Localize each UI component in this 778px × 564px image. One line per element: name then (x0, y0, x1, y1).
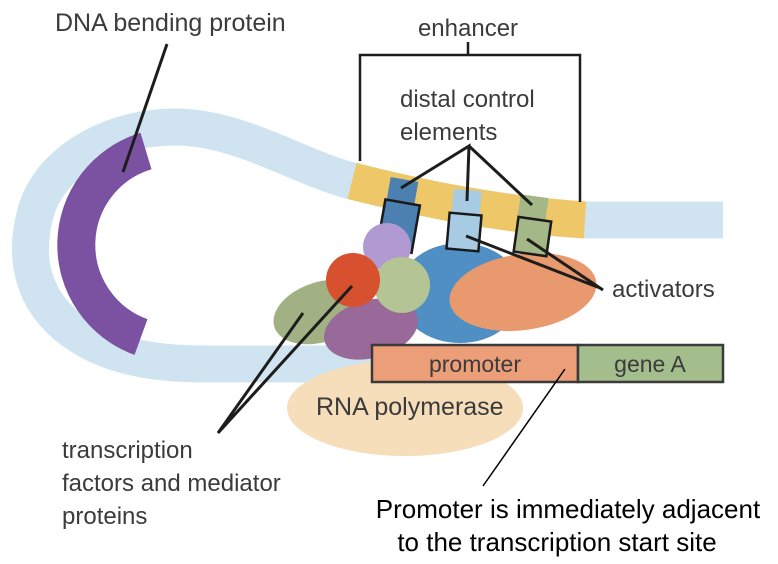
promoter-annotation-line2: to the transcription start site (397, 527, 716, 557)
tf-light-green-circle (374, 257, 430, 313)
tf-red-circle (326, 253, 380, 307)
enhancer-label: enhancer (418, 15, 518, 42)
promoter-annotation-line (482, 368, 566, 487)
rna-polymerase-label: RNA polymerase (316, 393, 504, 421)
transcription-factors-label-line1: transcription (62, 437, 193, 464)
promoter-box (370, 343, 580, 384)
transcription-factors-pointer-lines (216, 284, 354, 435)
dna-bending-protein-label: DNA bending protein (55, 9, 286, 37)
promoter-annotation-line1: Promoter is immediately adjacent (376, 494, 761, 524)
activators-pointer-lines (465, 234, 604, 292)
dna-bending-protein-arc (57, 132, 153, 355)
transcription-factors-label-line2: factors and mediator (62, 470, 281, 497)
enhancer-bracket (358, 42, 582, 202)
distal-control-label-line2: elements (400, 119, 497, 146)
gene-a-box (576, 343, 725, 384)
gene-a-box-label: gene A (614, 351, 686, 377)
dna-bending-protein-pointer-line (121, 43, 169, 173)
distal-control-label-line1: distal control (400, 86, 535, 113)
activator-square-2 (445, 211, 483, 253)
rna-polymerase-blob (287, 360, 523, 456)
activators-label: activators (612, 276, 715, 303)
activator-square-3 (512, 215, 553, 258)
transcription-factors-label-line3: proteins (62, 503, 147, 530)
distal-control-pointer-lines (400, 143, 534, 207)
promoter-box-label: promoter (429, 351, 521, 377)
